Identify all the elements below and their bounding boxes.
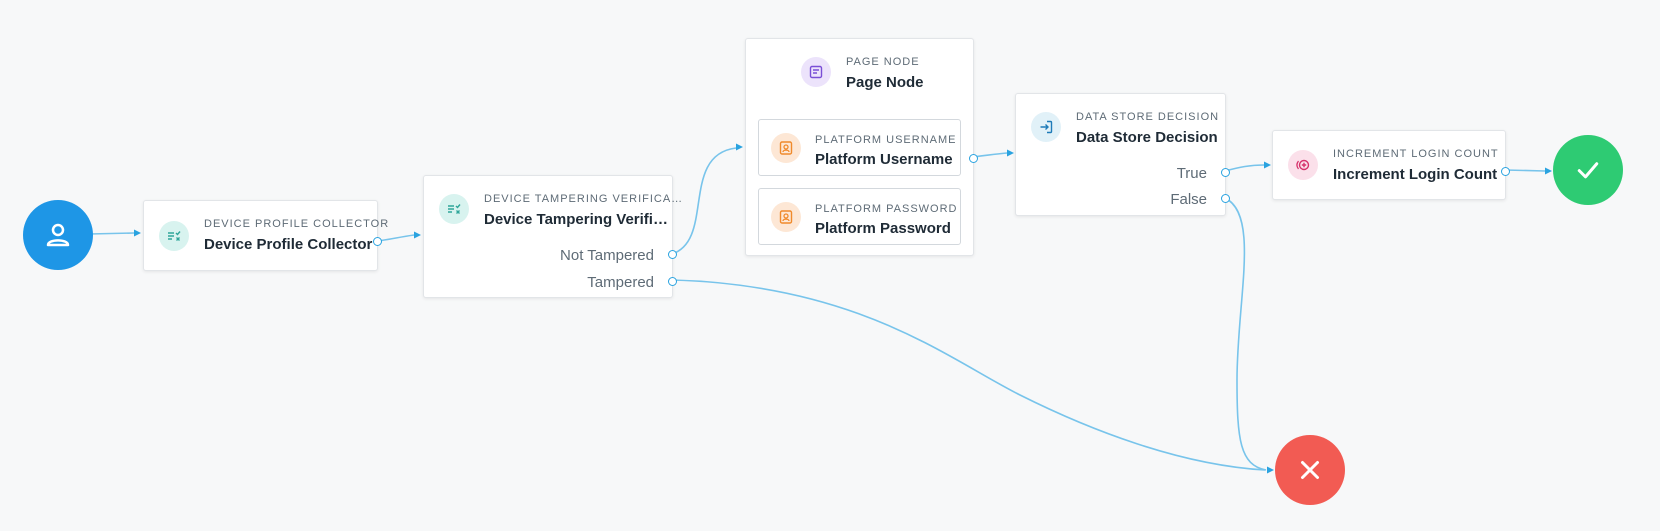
page-icon [801,57,831,87]
data-store-decision-node[interactable]: DATA STORE DECISION Data Store Decision … [1015,93,1230,216]
output-port-tampered[interactable] [668,277,677,286]
failure-node[interactable] [1275,435,1345,505]
outcome-not-tampered: Not Tampered [560,247,654,264]
wire-arrow [1267,466,1274,474]
wire-tampered-to-failure [671,279,1266,471]
node-type-label: DATA STORE DECISION [1076,111,1220,123]
wire-nottampered-to-page [671,147,737,255]
outcome-false: False [1170,191,1207,208]
login-arrow-icon [1031,112,1061,142]
node-type-label: INCREMENT LOGIN COUNT [1333,148,1499,160]
node-type-label: PLATFORM USERNAME [815,134,957,146]
node-type-label: PAGE NODE [846,56,920,68]
wire-start-to-profile [88,232,135,235]
success-node[interactable] [1553,135,1623,205]
outcome-tampered: Tampered [587,274,654,291]
output-port[interactable] [1501,167,1510,176]
wire-page-to-datastore [972,152,1008,158]
check-icon [1577,162,1599,179]
node-type-label: DEVICE PROFILE COLLECTOR [204,218,390,230]
node-type-label: PLATFORM PASSWORD [815,203,958,215]
wire-increment-to-success [1504,169,1546,172]
increment-icon [1288,150,1318,180]
node-title: Platform Password [815,220,951,237]
page-node[interactable]: PAGE NODE Page Node PLATFORM USERNAME Pl… [745,38,978,256]
user-icon [46,223,70,247]
wire-arrow [1545,167,1552,175]
person-card-icon [771,133,801,163]
node-title: Page Node [846,74,924,91]
checklist-icon [159,221,189,251]
device-tampering-verification-node[interactable]: DEVICE TAMPERING VERIFICA… Device Tamper… [423,175,682,298]
person-card-icon [771,202,801,232]
outcome-true: True [1176,165,1207,182]
output-port-true[interactable] [1221,168,1230,177]
wire-arrow [736,143,743,151]
output-port-not-tampered[interactable] [668,250,677,259]
node-title: Platform Username [815,151,953,168]
output-port-false[interactable] [1221,194,1230,203]
x-icon [1301,461,1319,479]
checklist-icon [439,194,469,224]
node-type-label: DEVICE TAMPERING VERIFICA… [484,193,684,205]
wire-profile-to-tampering [377,234,415,242]
device-profile-collector-node[interactable]: DEVICE PROFILE COLLECTOR Device Profile … [143,200,388,271]
start-node[interactable] [23,200,93,270]
wire-arrow [1264,161,1271,169]
node-title: Increment Login Count [1333,166,1498,183]
wire-true-to-increment [1224,164,1265,172]
wire-false-to-failure [1224,197,1267,471]
wire-arrow [414,231,421,239]
node-title: Data Store Decision [1076,129,1218,146]
platform-username-node[interactable]: PLATFORM USERNAME Platform Username [758,119,961,176]
platform-password-node[interactable]: PLATFORM PASSWORD Platform Password [758,188,961,245]
node-title: Device Profile Collector [204,236,373,253]
wire-arrow [134,229,141,237]
wire-arrow [1007,149,1014,157]
output-port[interactable] [969,154,978,163]
node-title: Device Tampering Verifi… [484,211,668,228]
output-port[interactable] [373,237,382,246]
increment-login-count-node[interactable]: INCREMENT LOGIN COUNT Increment Login Co… [1272,130,1510,200]
